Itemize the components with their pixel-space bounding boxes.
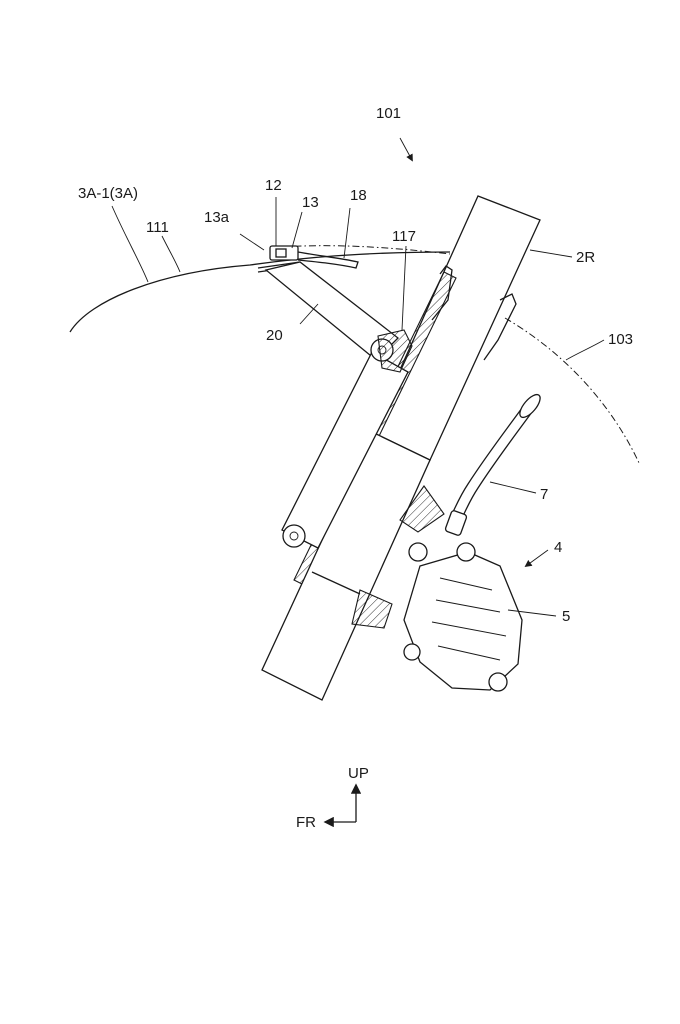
label-up: UP — [348, 765, 369, 782]
leader-lines — [111, 137, 605, 617]
wheel-outline — [504, 317, 641, 466]
reference-labels: 101 3A-1(3A) 111 12 13 13a 18 117 2R 20 … — [78, 105, 633, 625]
label-111: 111 — [146, 219, 169, 236]
label-4: 4 — [554, 539, 562, 556]
brake-hose — [444, 393, 541, 536]
label-7: 7 — [540, 486, 548, 503]
label-103: 103 — [608, 331, 633, 348]
lower-mount-hatch — [351, 589, 393, 629]
label-117: 117 — [392, 228, 416, 245]
label-18: 18 — [350, 187, 367, 204]
direction-indicator: UP FR — [296, 765, 369, 831]
tube-clamps — [431, 265, 517, 361]
label-13a: 13a — [204, 209, 230, 226]
label-101: 101 — [376, 105, 401, 122]
brake-caliper — [403, 542, 523, 692]
caliper-mount-hatch — [399, 485, 445, 533]
label-13: 13 — [302, 194, 319, 211]
label-3a1: 3A-1(3A) — [78, 185, 138, 202]
label-12: 12 — [265, 177, 282, 194]
cover-outline — [69, 245, 451, 333]
label-20: 20 — [266, 327, 283, 344]
label-5: 5 — [562, 608, 570, 625]
clamp-bracket — [257, 245, 359, 273]
label-fr: FR — [296, 814, 316, 831]
fork-tube-lower — [261, 431, 431, 701]
label-2r: 2R — [576, 249, 595, 266]
upper-mount-hatch — [377, 329, 413, 373]
